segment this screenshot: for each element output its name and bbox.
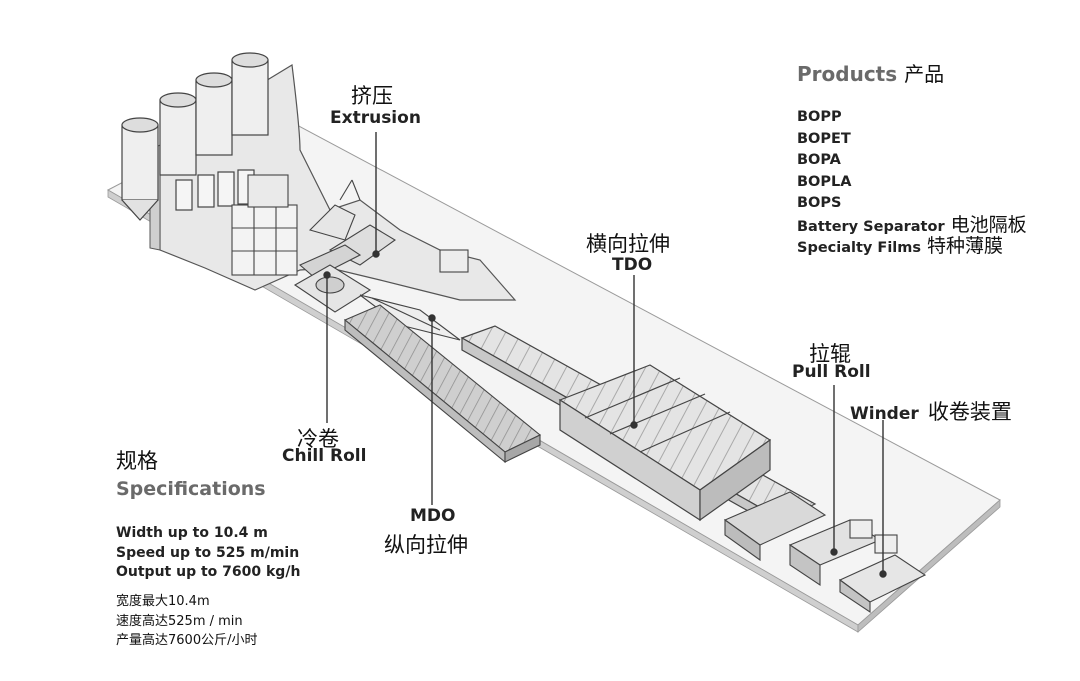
- silo-2: [159, 92, 197, 176]
- pull-roll-winder: [723, 491, 927, 614]
- spec-item: Speed up to 525 m/min: [116, 544, 300, 561]
- label-winder-en: Winder: [850, 404, 919, 424]
- silos: [121, 52, 269, 221]
- label-extrusion-en: Extrusion: [330, 108, 421, 128]
- product-item: BOPA: [797, 152, 841, 168]
- spec-item-cn: 宽度最大10.4m: [116, 594, 210, 609]
- product-item: BOPET: [797, 130, 851, 147]
- product-item: BOPS: [797, 195, 842, 211]
- label-winder-cn: 收卷装置: [927, 400, 1012, 424]
- label-mdo-en: MDO: [410, 506, 456, 526]
- label-pullroll-en: Pull Roll: [792, 362, 871, 382]
- label-tdo-cn: 横向拉伸: [586, 232, 670, 256]
- spec-item-cn: 产量高达7600公斤/小时: [116, 633, 258, 648]
- label-extrusion-cn: 挤压: [351, 84, 393, 108]
- silo-4: [231, 52, 269, 136]
- product-item: BOPLA: [797, 173, 852, 190]
- chill-roll-section: [293, 264, 461, 341]
- mdo-section: [343, 304, 542, 464]
- specifications-title-cn: 规格: [116, 449, 158, 473]
- products-list: BOPP BOPET BOPA BOPLA BOPS Battery Separ…: [797, 107, 1027, 258]
- specifications-list-en: Width up to 10.4 m Speed up to 525 m/min…: [116, 524, 300, 583]
- label-pullroll-cn: 拉辊: [809, 342, 851, 366]
- specifications-title-en: Specifications: [116, 478, 266, 500]
- products-title-cn: 产品: [904, 62, 945, 86]
- spec-item-cn: 速度高达525m / min: [116, 613, 243, 629]
- leader-lines: [323, 132, 887, 578]
- products-title-en: Products: [797, 62, 898, 86]
- label-winder: Winder 收卷装置: [850, 396, 1012, 426]
- product-item: BOPP: [797, 109, 842, 125]
- extrusion-machinery: [231, 174, 469, 279]
- label-chillroll-en: Chill Roll: [282, 446, 367, 466]
- tdo-building: [460, 325, 817, 532]
- label-mdo-cn: 纵向拉伸: [384, 533, 468, 557]
- specifications-list-cn: 宽度最大10.4m 速度高达525m / min 产量高达7600公斤/小时: [116, 592, 257, 651]
- silo-3: [195, 72, 233, 156]
- label-chillroll-cn: 冷卷: [297, 427, 339, 451]
- spec-item: Output up to 7600 kg/h: [116, 564, 301, 580]
- products-title: Products 产品: [797, 58, 944, 87]
- silo-1: [121, 117, 159, 221]
- spec-item: Width up to 10.4 m: [116, 525, 268, 541]
- label-tdo-en: TDO: [612, 255, 653, 275]
